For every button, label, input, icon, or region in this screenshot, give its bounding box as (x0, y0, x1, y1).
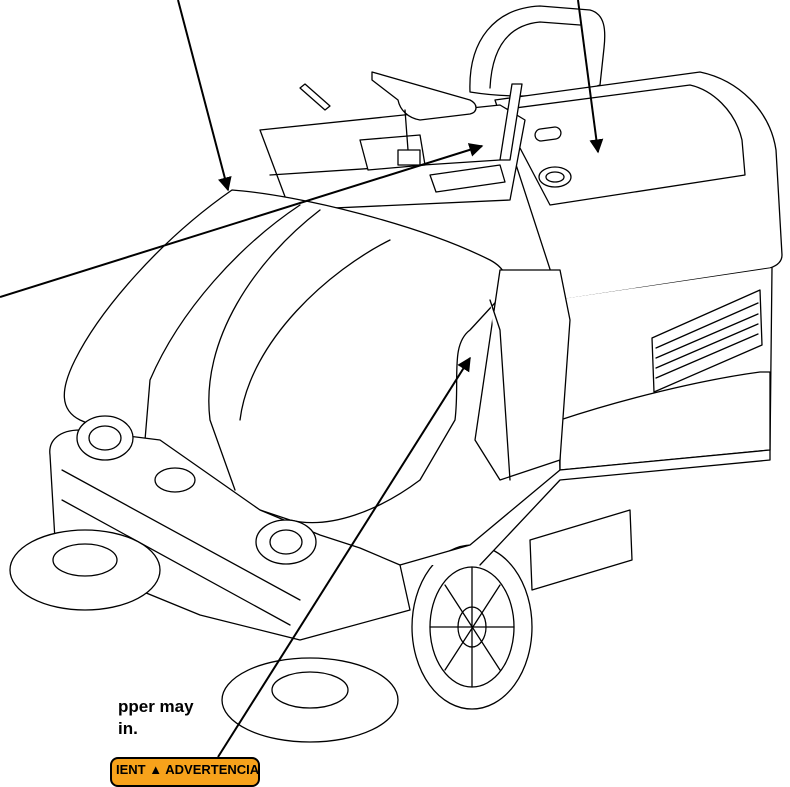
warning-caption: pper may in. (118, 696, 194, 740)
lower-skirt (399, 449, 771, 591)
control-console (259, 104, 526, 211)
caption-line-1: pper may (118, 697, 194, 716)
warning-triangle-icon: ▲ (149, 762, 163, 777)
levers (299, 83, 523, 161)
hopper-cover (63, 189, 508, 524)
headlights (76, 415, 317, 565)
warning-label: IENT ▲ ADVERTENCIA (110, 757, 260, 787)
steering-wheel (371, 71, 477, 166)
side-brushes (9, 529, 399, 743)
side-vent (651, 289, 763, 393)
operator-seat (469, 5, 606, 97)
caption-line-2: in. (118, 719, 138, 738)
warning-label-text: IENT ▲ ADVERTENCIA (116, 762, 259, 777)
rear-wheel (411, 544, 533, 710)
warning-label-right-text: ADVERTENCIA (165, 762, 260, 777)
side-frame (474, 269, 571, 481)
leader-arrows (0, 0, 604, 758)
warning-label-left-text: IENT (116, 762, 146, 777)
